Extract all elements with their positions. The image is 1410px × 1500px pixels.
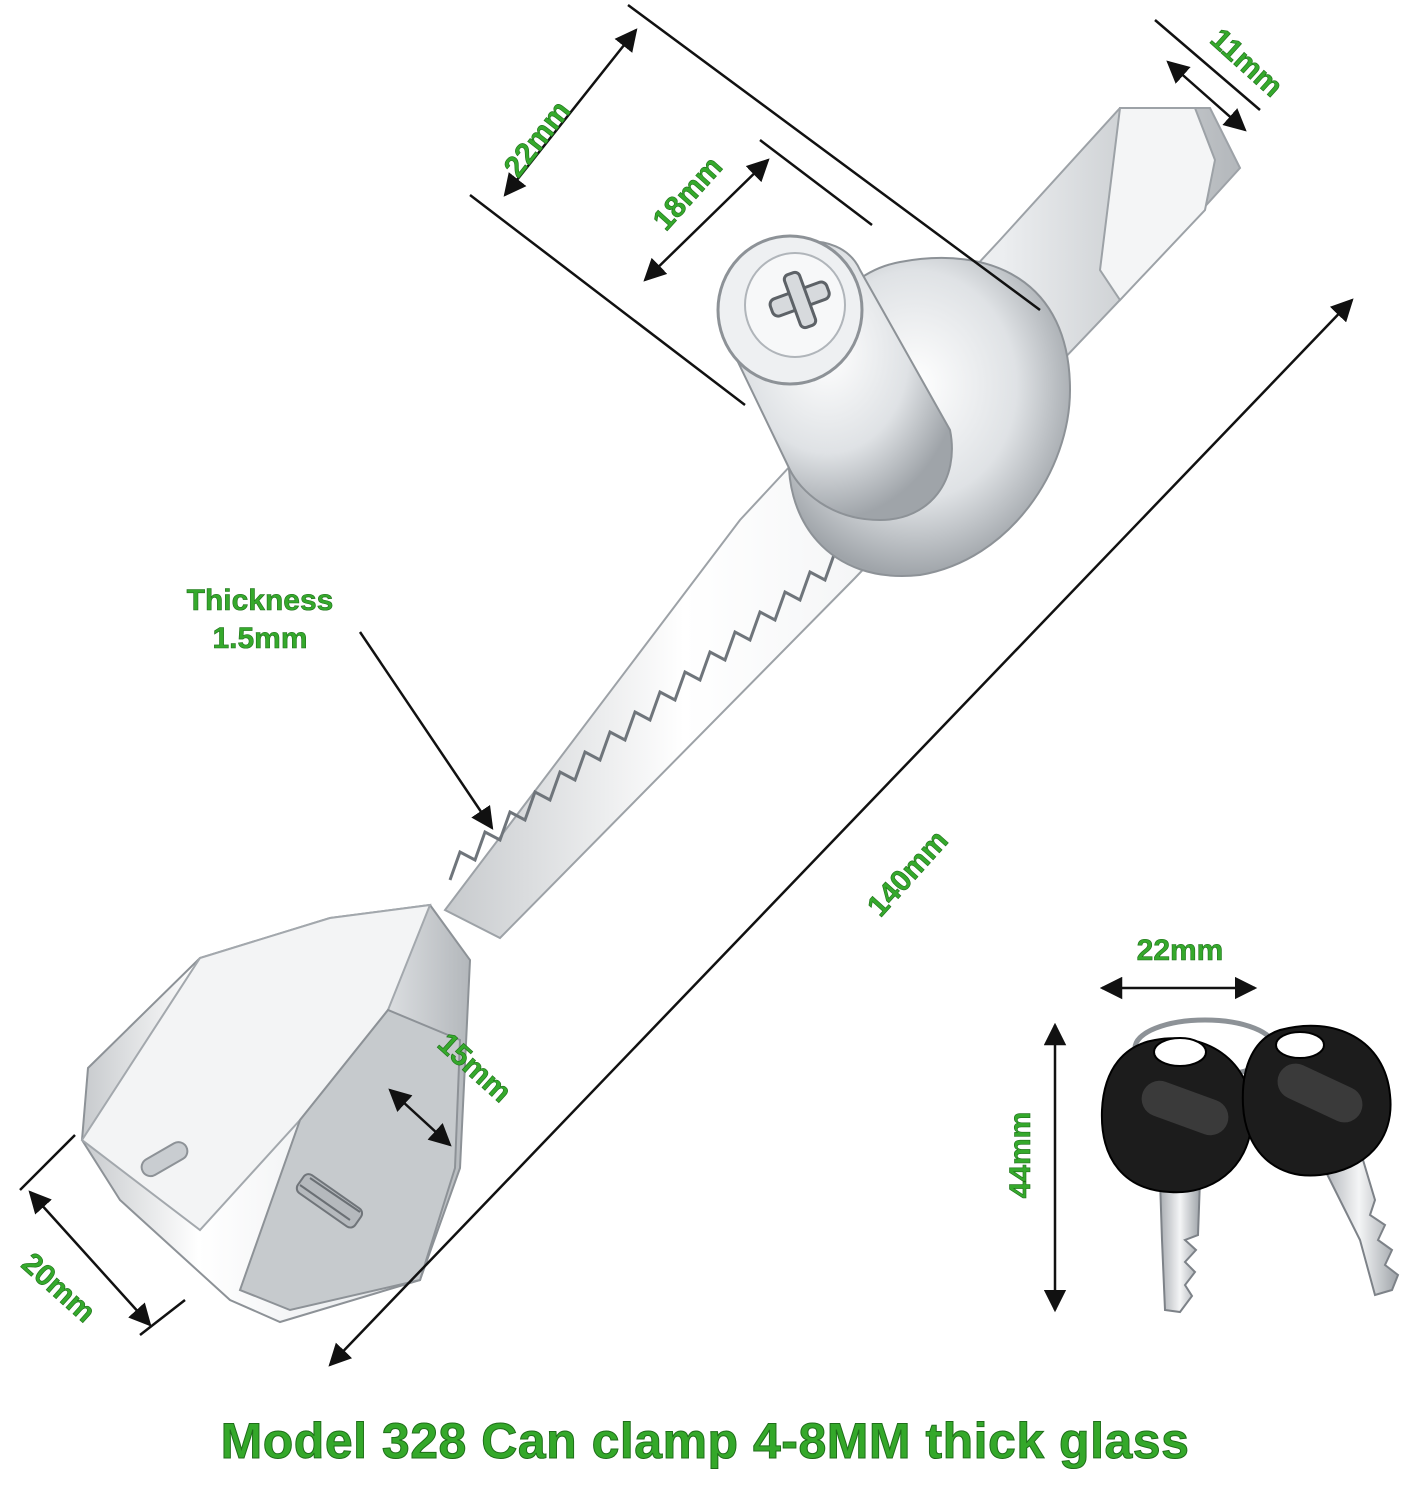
bar-tip xyxy=(1098,107,1217,302)
sliding-lock xyxy=(80,107,1242,1324)
label-cylinder-diameter: 18mm xyxy=(647,150,730,237)
key-left xyxy=(1100,1037,1254,1314)
label-clamp-width: 20mm xyxy=(15,1247,102,1330)
label-tip-width: 11mm xyxy=(1204,22,1289,103)
key-right xyxy=(1241,1024,1400,1297)
label-key-width: 22mm xyxy=(1137,934,1224,967)
label-bar-width: 22mm xyxy=(498,95,577,184)
label-thickness: Thickness xyxy=(187,584,334,617)
label-total-length: 140mm xyxy=(861,824,955,923)
label-key-height: 44mm xyxy=(1004,1112,1037,1199)
dimension-lines xyxy=(19,3,1354,1367)
clamp-slot xyxy=(140,1141,189,1178)
label-thickness-value: 1.5mm xyxy=(212,622,307,655)
keys xyxy=(1100,1017,1400,1314)
product-caption: Model 328 Can clamp 4-8MM thick glass xyxy=(220,1413,1190,1470)
